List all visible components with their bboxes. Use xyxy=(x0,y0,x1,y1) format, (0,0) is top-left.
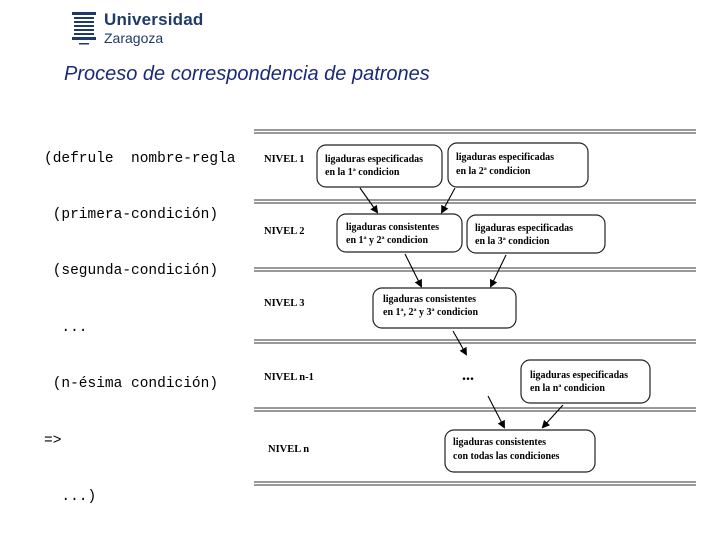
flow-arrows xyxy=(359,187,564,429)
flow-arrow xyxy=(441,187,456,214)
code-line: (defrule nombre-regla xyxy=(44,150,236,167)
code-line: ...) xyxy=(44,488,97,505)
flow-arrow xyxy=(359,187,379,214)
diagram-box: ligaduras consistentes con todas las con… xyxy=(444,429,596,473)
flow-arrow xyxy=(404,253,422,288)
box-line: en la 2ª condicion xyxy=(456,166,531,177)
level-label: NIVEL 1 xyxy=(264,154,305,165)
crest-icon xyxy=(72,12,96,45)
box-line: ligaduras especificadas xyxy=(456,152,554,163)
box-line: ligaduras consistentes xyxy=(346,222,439,233)
box-line: en la nª condicion xyxy=(530,383,605,394)
flow-arrow xyxy=(487,395,505,429)
box-line: ligaduras especificadas xyxy=(475,223,573,234)
rete-network-diagram: NIVEL 1 NIVEL 2 NIVEL 3 NIVEL n-1 NIVEL … xyxy=(254,129,696,486)
diagram-box: ligaduras especificadas en la nª condici… xyxy=(520,359,651,404)
level-separators xyxy=(254,129,696,486)
code-line: => xyxy=(44,432,62,449)
box-line: en la 1ª condicion xyxy=(325,167,400,178)
box-line: ligaduras especificadas xyxy=(530,370,628,381)
box-line: ligaduras consistentes xyxy=(383,294,476,305)
diagram-box: ligaduras consistentes en 1ª, 2ª y 3ª co… xyxy=(372,287,517,329)
box-line: en 1ª y 2ª condicion xyxy=(346,235,429,246)
diagram-box: ligaduras consistentes en 1ª y 2ª condic… xyxy=(336,213,463,253)
university-logo: Universidad Zaragoza xyxy=(68,10,208,50)
code-line: (n-ésima condición) xyxy=(44,376,219,393)
level-label: NIVEL n-1 xyxy=(264,372,314,383)
logo-university-text: Universidad xyxy=(104,10,204,29)
level-label: NIVEL 2 xyxy=(264,226,305,237)
code-line: (segunda-condición) xyxy=(44,263,219,280)
box-line: con todas las condiciones xyxy=(453,451,560,462)
flow-arrow xyxy=(490,254,507,288)
flow-arrow xyxy=(452,330,467,356)
box-line: ligaduras especificadas xyxy=(325,154,423,165)
box-line: en la 3ª condicion xyxy=(475,236,550,247)
logo-city-text: Zaragoza xyxy=(104,30,164,46)
diagram-box: ligaduras especificadas en la 1ª condici… xyxy=(316,144,443,188)
diagram-box: ligaduras especificadas en la 2ª condici… xyxy=(447,142,589,188)
code-line: (primera-condición) xyxy=(44,206,219,223)
box-line: en 1ª, 2ª y 3ª condicion xyxy=(383,307,479,318)
slide-title: Proceso de correspondencia de patrones xyxy=(64,63,430,85)
box-line: ligaduras consistentes xyxy=(453,437,546,448)
flow-arrow xyxy=(541,404,564,429)
ellipsis-label: ... xyxy=(462,367,474,384)
code-line: ... xyxy=(44,319,88,336)
diagram-box: ligaduras especificadas en la 3ª condici… xyxy=(466,214,606,254)
defrule-code: (defrule nombre-regla (primera-condición… xyxy=(44,112,235,526)
level-label: NIVEL n xyxy=(268,444,309,455)
level-label: NIVEL 3 xyxy=(264,298,305,309)
